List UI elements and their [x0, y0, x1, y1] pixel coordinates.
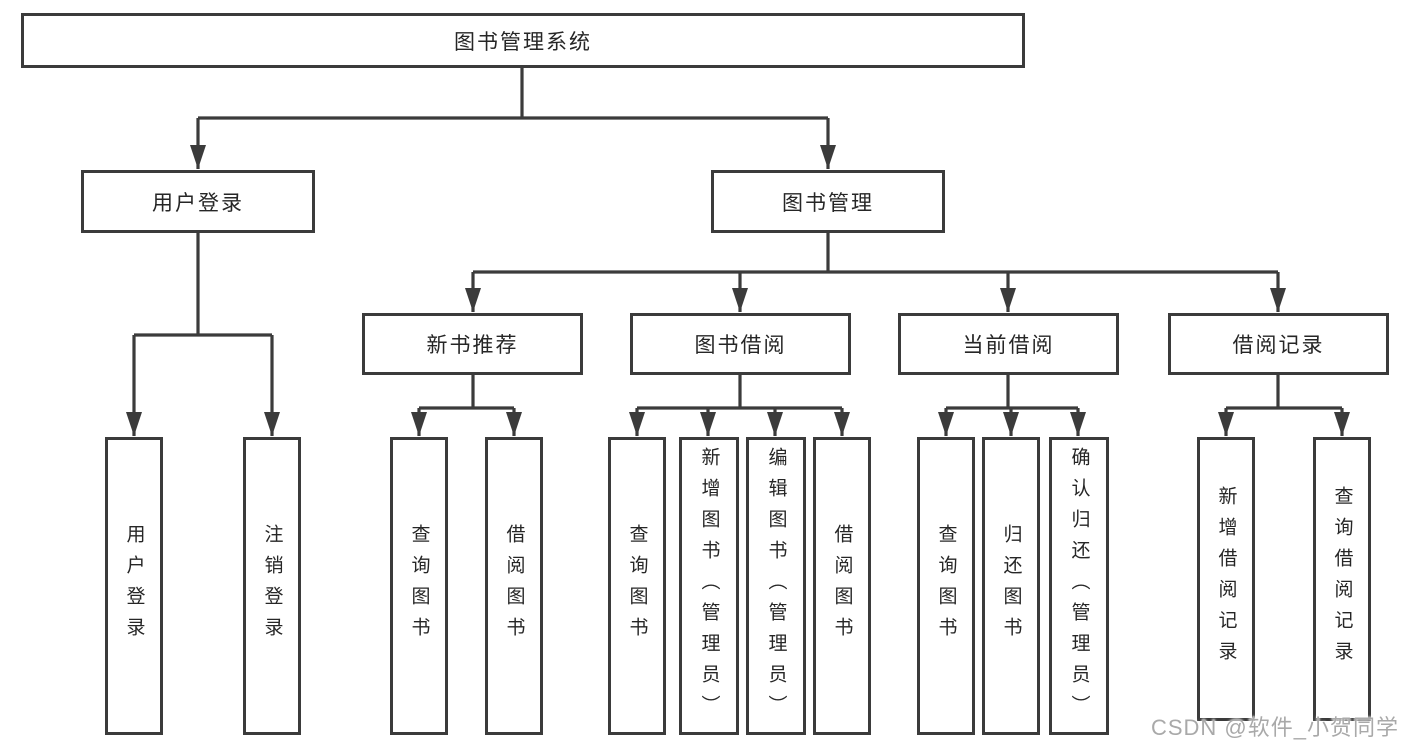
node-user-login: 用户登录 — [81, 170, 315, 233]
leaf-nbr-query-books: 查询图书 — [390, 437, 448, 735]
leaf-br-add-record: 新增借阅记录 — [1197, 437, 1255, 721]
leaf-cb-confirm-return-admin: 确认归还（管理员） — [1049, 437, 1109, 735]
leaf-logout: 注销登录 — [243, 437, 301, 735]
node-book-management: 图书管理 — [711, 170, 945, 233]
leaf-nbr-borrow-books: 借阅图书 — [485, 437, 543, 735]
node-borrow-records: 借阅记录 — [1168, 313, 1389, 375]
leaf-user-login: 用户登录 — [105, 437, 163, 735]
node-current-borrow: 当前借阅 — [898, 313, 1119, 375]
node-book-borrow: 图书借阅 — [630, 313, 851, 375]
connector-rails — [134, 68, 1342, 410]
leaf-bb-query-books: 查询图书 — [608, 437, 666, 735]
watermark: CSDN @软件_小贺同学 — [1150, 715, 1399, 740]
leaf-cb-return-books: 归还图书 — [982, 437, 1040, 735]
leaf-cb-query-books: 查询图书 — [917, 437, 975, 735]
leaf-br-query-record: 查询借阅记录 — [1313, 437, 1371, 721]
leaf-bb-edit-books-admin: 编辑图书（管理员） — [746, 437, 806, 735]
leaf-bb-borrow-books: 借阅图书 — [813, 437, 871, 735]
leaf-bb-add-books-admin: 新增图书（管理员） — [679, 437, 739, 735]
node-new-book-recommend: 新书推荐 — [362, 313, 583, 375]
node-library-system: 图书管理系统 — [21, 13, 1025, 68]
